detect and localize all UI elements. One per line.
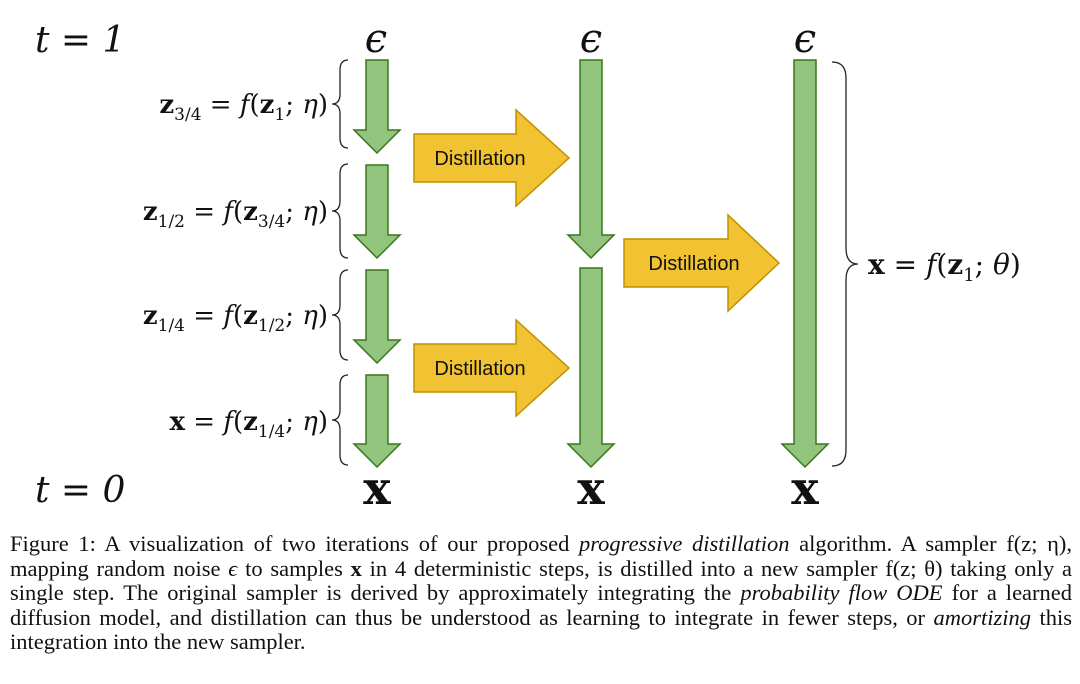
caption-text-4: to samples (245, 555, 343, 581)
brace-step-4 (331, 374, 349, 466)
brace-step-2 (331, 163, 349, 259)
caption-epsilon: ϵ (228, 555, 238, 581)
caption-emphasis-progressive-distillation: progressive distillation (579, 531, 790, 556)
time-label-top: t = 1 (35, 20, 125, 61)
distillation-arrow-2: Distillation (413, 318, 571, 418)
brace-final (831, 61, 859, 467)
distillation-label-3: Distillation (648, 253, 739, 275)
step-arrow-4 (352, 374, 402, 469)
caption-text-2: algorithm. A sampler (799, 531, 997, 556)
step-arrow-col3 (780, 59, 830, 469)
caption-text-3: , mapping random noise (10, 531, 1072, 581)
distillation-arrow-3: Distillation (623, 213, 781, 313)
distillation-label-2: Distillation (434, 358, 525, 380)
caption-emphasis-amortizing: amortizing (933, 604, 1032, 630)
step-label-2: z1/2 = f(z3/4; η) (143, 197, 328, 232)
time-label-bottom: t = 0 (35, 470, 125, 511)
brace-step-3 (331, 269, 349, 361)
brace-step-1 (331, 59, 349, 149)
caption-x: x (350, 555, 362, 581)
caption-text-7: for a learned diffusion model, and disti… (10, 580, 1073, 630)
step-label-1: z3/4 = f(z1; η) (159, 90, 328, 125)
step-label-3: z1/4 = f(z1/2; η) (143, 301, 328, 336)
caption-text-5: in 4 deterministic steps, is distilled i… (369, 555, 878, 581)
sample-symbol-col1: x (363, 461, 391, 515)
step-arrow-col2-1 (566, 59, 616, 260)
distillation-arrow-1: Distillation (413, 108, 571, 208)
noise-symbol-col1: ϵ (365, 16, 387, 62)
caption-text-8: this integration into the new sampler. (10, 604, 1073, 655)
figure-caption: Figure 1: A visualization of two iterati… (10, 531, 1073, 655)
progressive-distillation-figure: t = 1 t = 0 ϵ ϵ ϵ x x x Distillation Dis… (35, 16, 1021, 515)
distillation-label-1: Distillation (434, 148, 525, 170)
caption-sampler-eta: f(z; η) (1006, 531, 1067, 556)
step-arrow-1 (352, 59, 402, 155)
sample-symbol-col2: x (577, 461, 605, 515)
caption-sampler-theta: f(z; θ) (885, 555, 943, 581)
step-label-4: x = f(z1/4; η) (169, 407, 328, 442)
final-step-label: x = f(z1; θ) (868, 248, 1021, 286)
noise-symbol-col2: ϵ (580, 16, 602, 62)
sample-symbol-col3: x (791, 461, 819, 515)
step-arrow-3 (352, 269, 402, 365)
caption-emphasis-ode: probability flow ODE (740, 580, 943, 606)
step-arrow-col2-2 (566, 267, 616, 469)
noise-symbol-col3: ϵ (794, 16, 816, 62)
caption-prefix: Figure 1: A visualization of two iterati… (10, 531, 570, 556)
caption-text-6: taking only a single step. The original … (10, 555, 1073, 606)
step-arrow-2 (352, 164, 402, 260)
